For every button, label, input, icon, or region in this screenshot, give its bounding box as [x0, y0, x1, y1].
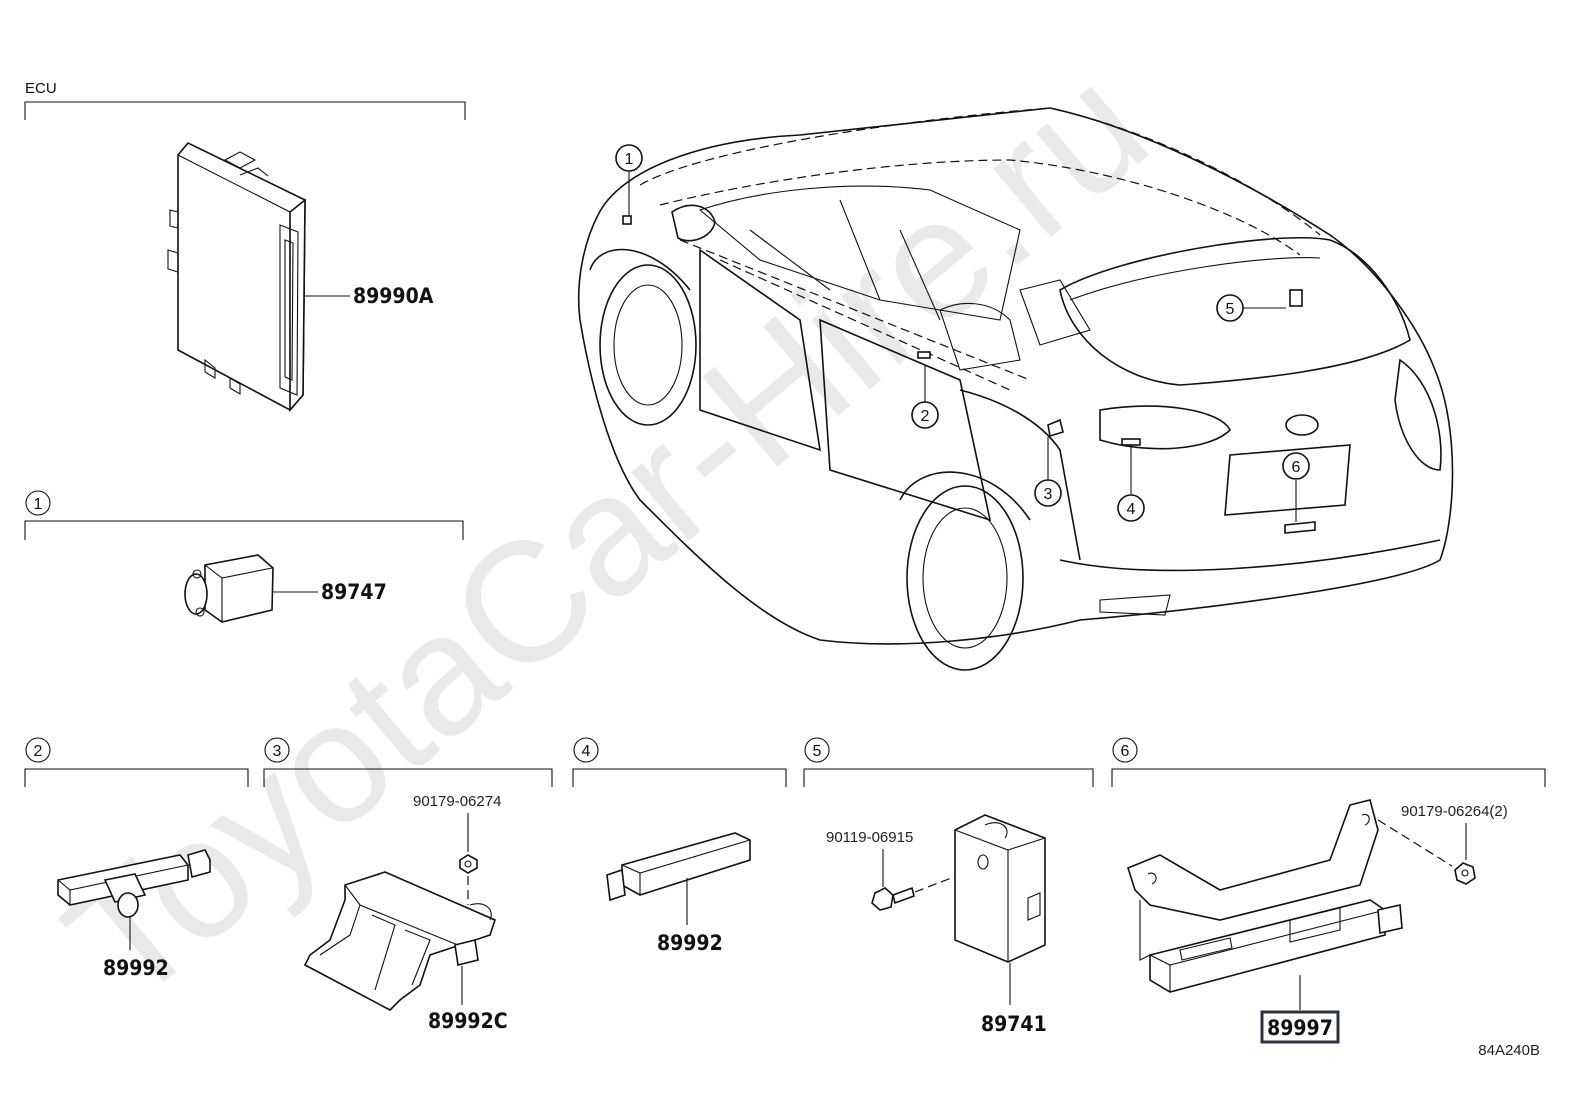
ecu-module-drawing [167, 142, 306, 413]
section-3-marker [264, 737, 290, 763]
vehicle-callout-2: 2 [911, 401, 939, 429]
section-5-marker [804, 737, 830, 763]
sensor-89747-drawing [184, 554, 274, 623]
section-6-marker [1112, 737, 1138, 763]
nut-90179-06264-drawing [1454, 862, 1476, 885]
section-2-marker [25, 737, 51, 763]
part-number-89997: 89997 [1267, 1016, 1333, 1040]
part-number-89990a: 89990A [353, 284, 434, 308]
bolt-90119-06915-drawing [871, 886, 915, 911]
bracket-sensor-89992c-drawing [303, 871, 496, 1011]
ecu-section-bracket [24, 101, 466, 120]
section-4-bracket [572, 768, 787, 787]
svg-text:6: 6 [1292, 459, 1301, 476]
svg-text:3: 3 [1044, 486, 1053, 503]
nut-90179-06274-drawing [459, 854, 478, 874]
ecu-section-title: ECU [25, 80, 57, 97]
vehicle-overview-drawing [577, 107, 1454, 671]
section-4-number: 4 [582, 743, 591, 760]
section-6-number: 6 [1121, 743, 1130, 760]
part-number-89992-section-4: 89992 [657, 931, 723, 955]
vehicle-callout-1: 1 [615, 144, 643, 172]
vehicle-callout-4: 4 [1117, 494, 1145, 522]
section-1-bracket [24, 520, 464, 540]
part-number-90179-06264-2: 90179-06264(2) [1401, 803, 1508, 820]
section-4-marker [573, 737, 599, 763]
svg-text:4: 4 [1127, 501, 1136, 518]
section-5-bracket [803, 768, 1094, 787]
section-1-marker [25, 490, 51, 516]
svg-text:2: 2 [921, 408, 930, 425]
part-number-89992c: 89992C [428, 1009, 508, 1033]
part-number-90179-06274: 90179-06274 [413, 793, 501, 810]
vehicle-callout-6: 6 [1282, 452, 1310, 480]
sensor-89992-section-2-drawing [57, 849, 211, 918]
section-3-number: 3 [273, 743, 282, 760]
part-number-89992-section-2: 89992 [103, 956, 169, 980]
vehicle-callout-3: 3 [1034, 479, 1062, 507]
part-number-89741: 89741 [981, 1012, 1047, 1036]
module-89741-drawing [954, 814, 1046, 963]
section-1-number: 1 [34, 496, 43, 513]
highlight-box-89997 [1260, 1010, 1340, 1044]
part-number-90119-06915: 90119-06915 [826, 829, 913, 846]
bracket-module-89997-drawing [1127, 799, 1403, 993]
section-2-bracket [24, 768, 249, 787]
nut-dashed-line-section-6 [1377, 819, 1453, 867]
svg-text:5: 5 [1226, 301, 1235, 318]
diagram-code: 84A240B [1478, 1042, 1540, 1059]
part-number-89747: 89747 [321, 580, 387, 604]
section-5-number: 5 [813, 743, 822, 760]
svg-text:1: 1 [625, 151, 634, 168]
sensor-89992-section-4-drawing [606, 832, 751, 902]
vehicle-callout-5: 5 [1216, 294, 1244, 322]
section-3-bracket [263, 768, 553, 787]
section-6-bracket [1111, 768, 1546, 787]
section-2-number: 2 [34, 743, 43, 760]
